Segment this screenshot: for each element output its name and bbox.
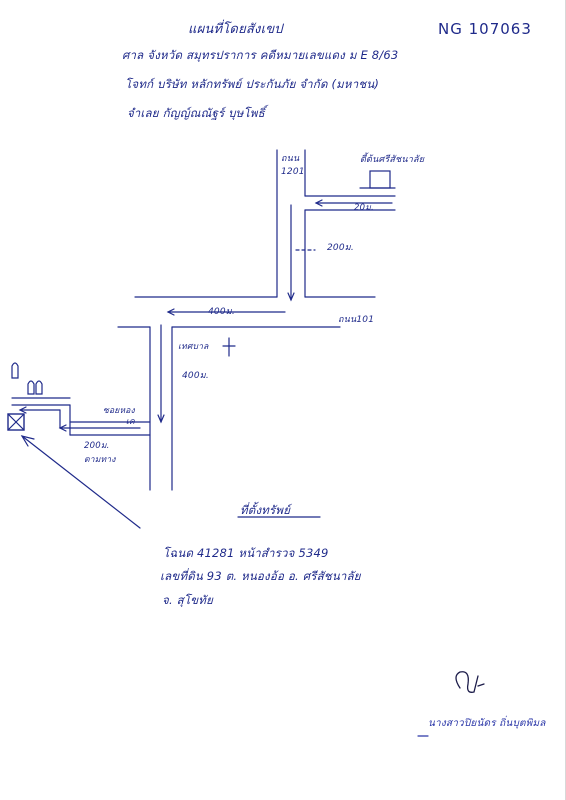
soi-label: ซอยหองเค <box>103 406 135 427</box>
temple-icon <box>11 362 19 379</box>
plaintiff-line: โจทก์ บริษัท หลักทรัพย์ ประกันภัย จำกัด … <box>125 77 380 91</box>
deed-line: โฉนด 41281 หน้าสำรวจ 5349 <box>163 546 329 560</box>
distance-200m-b: 200ม.ตามทาง <box>84 441 116 465</box>
land-location-line: เลขที่ดิน 93 ต. หนองอ้อ อ. ศรีสัชนาลัย <box>160 569 361 583</box>
distance-20m: 20ม. <box>354 203 374 213</box>
province-line: จ. สุโขทัย <box>162 593 214 607</box>
document-title: แผนที่โดยสังเขป <box>188 22 283 37</box>
document-number: NG 107063 <box>438 20 532 38</box>
court-case-line: ศาล จังหวัด สมุทรปราการ คดีหมายเลขแดง ม … <box>122 48 399 62</box>
distance-200m-a: 200ม. <box>327 243 354 253</box>
distance-400m-road101: 400ม. <box>208 307 235 317</box>
property-box <box>7 413 25 431</box>
signature-mark <box>455 671 485 693</box>
property-location-heading: ที่ตั้งทรัพย์ <box>240 503 291 517</box>
pointer-arrow <box>21 435 141 529</box>
defendant-line: จำเลย กัญญ์ณณัฐร์ บุษโพธิ์ <box>127 106 265 120</box>
distance-400m-side: 400ม. <box>182 371 209 381</box>
signer-name: นางสาวปิยนัดร ถิ่นบุตพิมล <box>428 718 546 729</box>
landmark-box <box>369 170 391 189</box>
landmark-label: ตี้ต้นศรีสัชนาลัย <box>360 155 425 165</box>
road-101-label: ถนน101 <box>338 315 375 325</box>
municipality-label: เทศบาล <box>178 342 209 352</box>
